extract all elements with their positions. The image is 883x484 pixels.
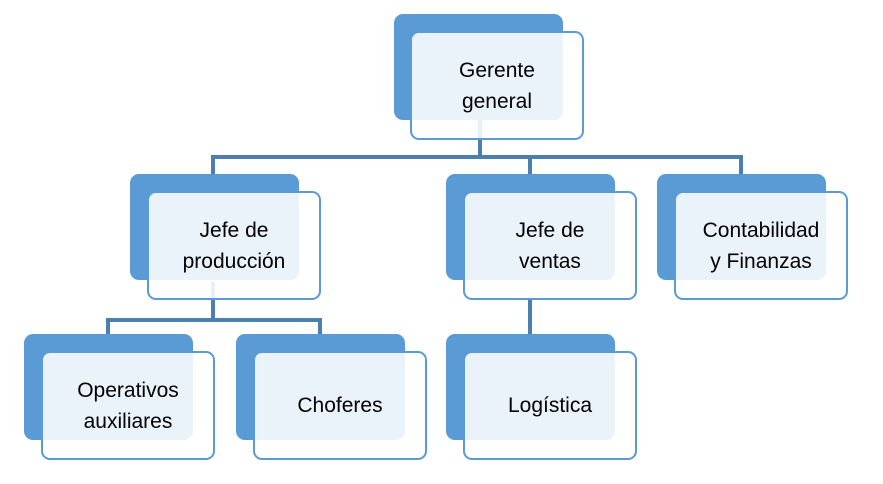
node-box: Logística	[463, 351, 637, 460]
connector	[211, 282, 215, 322]
node-label: Contabilidad	[702, 218, 820, 242]
node-label: Logística	[507, 394, 593, 417]
connector	[528, 155, 532, 176]
connector	[106, 318, 110, 336]
node-box: Choferes	[253, 351, 427, 460]
connector	[106, 318, 322, 322]
node-box: Jefe de producción	[147, 191, 321, 300]
node-box: Gerente general	[410, 31, 584, 140]
node-label: Operativos	[77, 378, 179, 402]
node-label: y Finanzas	[710, 249, 812, 273]
node-label: Jefe de	[199, 218, 269, 242]
node-label: Choferes	[297, 394, 383, 417]
node-box: Operativos auxiliares	[41, 351, 215, 460]
connector	[739, 155, 743, 176]
connector	[211, 155, 743, 159]
connector	[318, 318, 322, 336]
connector	[211, 155, 215, 176]
node-label: producción	[182, 249, 286, 273]
node-box: Jefe de ventas	[463, 191, 637, 300]
node-label: ventas	[519, 249, 581, 273]
node-box: Contabilidad y Finanzas	[674, 191, 848, 300]
node-label: auxiliares	[83, 409, 173, 433]
node-label: Gerente	[459, 58, 535, 82]
node-label: Jefe de	[515, 218, 585, 242]
node-label: general	[461, 89, 533, 113]
connector	[528, 300, 532, 336]
